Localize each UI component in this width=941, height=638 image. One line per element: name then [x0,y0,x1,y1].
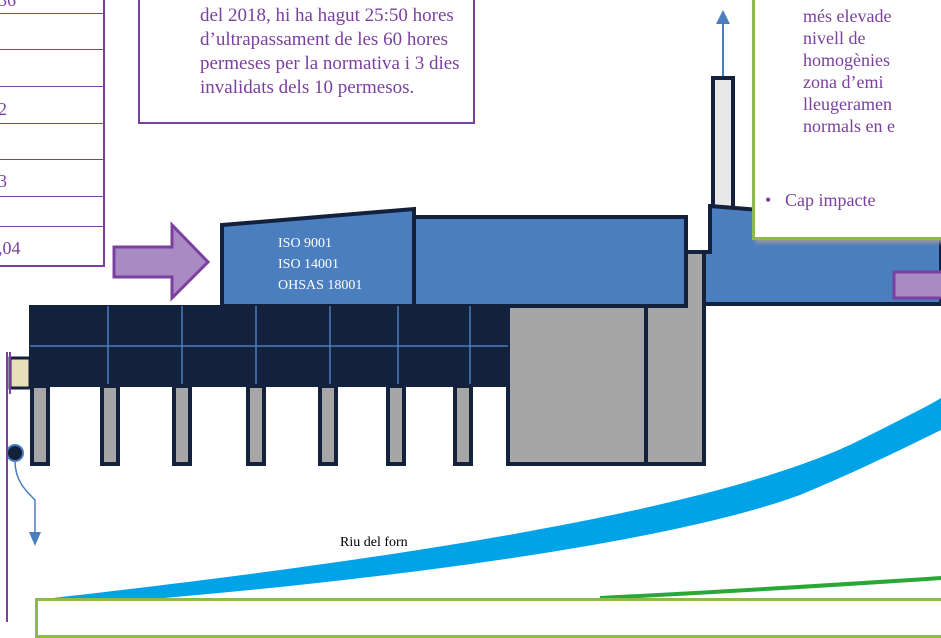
river-label: Riu del forn [340,535,408,550]
gray-block-2 [644,250,706,466]
impact-note: més elevade nivell de homogènies zona d’… [752,0,941,240]
table-row: ,04 [0,226,103,262]
table-row: 36 [0,0,103,14]
note-line: del 2018, hi ha hagut 25:50 hores [200,5,454,26]
note-line: nivell de [803,28,866,48]
gray-block-1 [506,304,648,466]
table-row [0,196,103,227]
bottom-note-box [35,598,941,638]
panel-grid [30,306,508,386]
river-curve [35,398,941,608]
building-block-2 [412,215,688,308]
table-row: 2 [0,86,103,124]
table-row [0,123,103,160]
note-line: homogènies [803,50,890,70]
table-cell: 2 [0,99,7,119]
note-line: més elevade [803,6,892,26]
discharge-arrow [14,460,36,534]
impact-note-text: més elevade nivell de homogènies zona d’… [803,5,895,137]
note-line: zona d’emi [803,72,884,92]
note-line: normals en e [803,116,895,136]
bullet-icon: • [765,190,772,210]
table-row [0,49,103,87]
output-arrow [892,270,941,300]
support-legs [30,384,473,466]
note-line: permeses per la normativa i 3 dies [200,53,460,74]
table-row: 3 [0,159,103,197]
input-arrow [112,221,211,302]
certifications-label: ISO 9001 ISO 14001 OHSAS 18001 [278,233,362,296]
left-border-line [6,352,8,622]
impact-bullet-text: Cap impacte [785,190,876,210]
table-row [0,13,103,50]
impact-bullet: • Cap impacte [765,190,876,211]
chimney [711,76,735,225]
green-boundary [599,576,941,600]
emissions-table: 36 2 3 ,04 [0,0,105,267]
emission-arrow-head [716,10,730,24]
table-cell: ,04 [0,238,21,258]
exceedance-note: del 2018, hi ha hagut 25:50 hores d’ultr… [138,0,475,124]
note-line: lleugeramen [803,94,892,114]
note-line: d’ultrapassament de les 60 hores [200,29,448,50]
discharge-arrow-head [29,532,41,546]
exceedance-note-text: del 2018, hi ha hagut 25:50 hores d’ultr… [200,4,470,100]
cert-ohsas-18001: OHSAS 18001 [278,278,363,293]
cert-iso-9001: ISO 9001 [278,236,333,251]
cert-iso-14001: ISO 14001 [278,257,340,272]
table-cell: 36 [0,0,16,10]
inlet-block [8,356,32,390]
table-cell: 3 [0,171,7,191]
discharge-point [6,444,24,462]
note-line: invalidats dels 10 permesos. [200,77,415,98]
